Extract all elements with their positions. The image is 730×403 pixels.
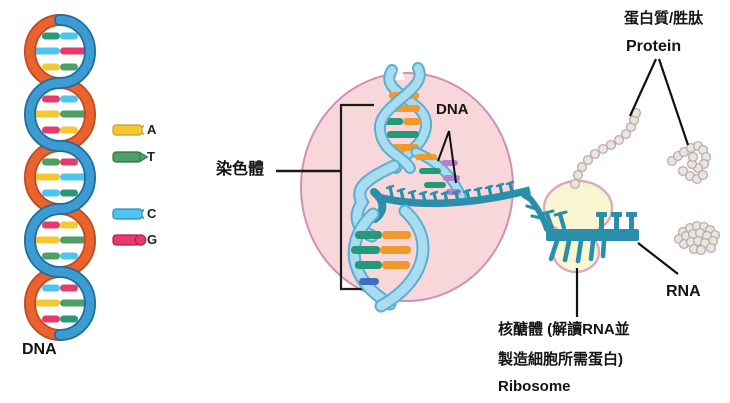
folded-protein-bottom	[673, 220, 721, 256]
legend-label-a: A	[147, 122, 157, 137]
ribosome-caption: 核醣體 (解讀RNA並 製造細胞所需蛋白) Ribosome	[498, 318, 630, 403]
dna-strand-blue-highlight	[25, 15, 95, 340]
rna-label: RNA	[666, 283, 701, 300]
legend-swatch-c	[112, 208, 151, 220]
peptide-chain	[569, 107, 642, 190]
protein-label-zh: 蛋白質/胜肽	[624, 10, 704, 27]
dna-label-left: DNA	[22, 341, 57, 358]
legend-label-c: C	[147, 206, 157, 221]
base-legend-swatches	[112, 124, 151, 246]
legend-swatch-t	[112, 151, 149, 163]
dna-label-in-nucleus: DNA	[436, 101, 469, 118]
rna-strand	[521, 192, 639, 264]
protein-illustration	[569, 107, 721, 256]
ribosome-caption-en: Ribosome	[498, 378, 571, 395]
dna-pointer-lines	[437, 130, 457, 184]
dna-base-pair-rungs	[31, 32, 89, 323]
mrna-transcript	[377, 180, 531, 208]
ribosome-caption-line2: 製造細胞所需蛋白)	[498, 351, 623, 368]
legend-label-g: G	[147, 232, 158, 247]
chromosome-label: 染色體	[216, 161, 265, 178]
nucleus-illustration	[276, 62, 531, 313]
chromosome-helix-bottom	[347, 204, 430, 313]
chromosome-helix-top	[374, 62, 432, 174]
folded-protein-top	[666, 140, 712, 185]
legend-swatch-a	[112, 124, 151, 136]
legend-label-t: T	[147, 149, 155, 164]
ribosome-caption-line1: 核醣體 (解讀RNA並	[498, 321, 630, 338]
ribosome-illustration	[521, 179, 679, 317]
chromosome-bracket	[339, 103, 374, 291]
protein-label-en: Protein	[626, 38, 682, 55]
rna-pointer-line	[637, 242, 679, 275]
protein-pointer-lines	[628, 58, 690, 146]
dna-double-helix-illustration	[23, 14, 97, 341]
legend-swatch-g	[112, 234, 147, 246]
